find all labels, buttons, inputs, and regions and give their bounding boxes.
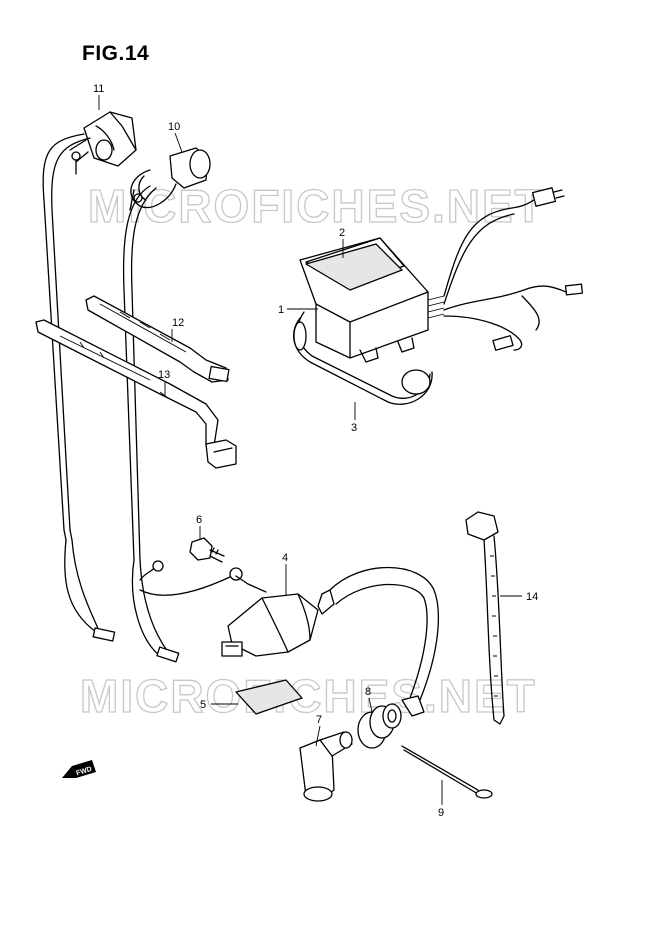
callout-2: 2 <box>339 227 345 239</box>
part-9-wire-tie <box>401 745 493 799</box>
callout-4: 4 <box>282 552 288 564</box>
callout-10: 10 <box>168 121 180 133</box>
part-4-ignition-coil <box>221 566 440 717</box>
fwd-arrow: FWD <box>62 760 96 778</box>
callout-13: 13 <box>158 369 170 381</box>
part-5-pad <box>235 679 303 715</box>
callout-6: 6 <box>196 514 202 526</box>
callout-3: 3 <box>351 422 357 434</box>
part-8-grommet <box>357 703 402 749</box>
part-12-strap <box>85 295 230 383</box>
callout-11: 11 <box>93 83 104 95</box>
part-3-band <box>293 311 433 405</box>
figure-title: FIG.14 <box>82 42 150 65</box>
callout-9: 9 <box>438 807 444 819</box>
part-7-plug-cap <box>299 731 353 802</box>
callout-14: 14 <box>526 591 538 603</box>
watermark-top: MICROFICHES.NET <box>88 180 545 232</box>
callout-5: 5 <box>200 699 206 711</box>
watermark-bottom: MICROFICHES.NET <box>80 670 537 722</box>
part-10-clamp <box>122 147 243 663</box>
fwd-label: FWD <box>75 766 92 778</box>
part-13-band <box>35 319 237 469</box>
callout-labels: 1 2 3 4 5 6 7 8 9 10 11 12 13 14 <box>93 83 538 819</box>
part-14-cable-tie <box>465 511 505 725</box>
leader-lines <box>98 95 522 805</box>
part-11-switch <box>42 111 137 642</box>
callout-1: 1 <box>278 304 284 316</box>
part-2-pad <box>305 243 403 291</box>
part-6-bolt <box>189 537 225 563</box>
callout-7: 7 <box>316 714 322 726</box>
callout-12: 12 <box>172 317 184 329</box>
callout-8: 8 <box>365 686 371 698</box>
